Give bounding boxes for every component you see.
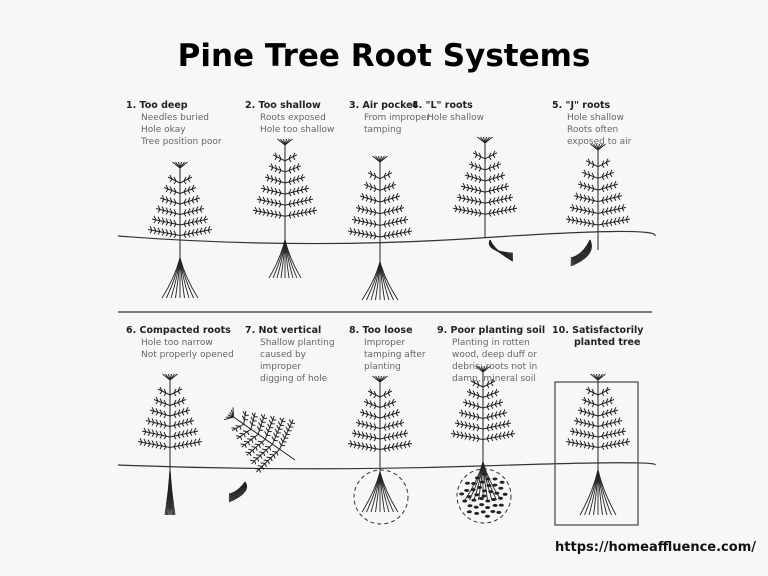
roots-3 <box>361 261 399 301</box>
panel-description: Hole okay <box>141 125 186 135</box>
panel-heading: 8. Too loose <box>349 325 413 336</box>
panel-description: planting <box>364 362 401 372</box>
roots-4-l <box>488 239 514 262</box>
tree-1 <box>147 161 213 258</box>
tree-10 <box>565 373 631 470</box>
panel-description: Roots often <box>567 125 619 135</box>
ground-line-top <box>117 230 656 245</box>
panel-description: Improper <box>364 338 406 348</box>
panel-description: Hole too shallow <box>260 125 335 135</box>
panel-description: wood, deep duff or <box>452 350 537 360</box>
panel-description: Hole shallow <box>427 113 484 123</box>
panel-description: Shallow planting <box>260 338 335 348</box>
panel-description: Needles buried <box>141 113 209 123</box>
roots-1 <box>161 257 199 299</box>
source-url: https://homeaffluence.com/ <box>555 540 756 555</box>
tree-2 <box>252 138 318 240</box>
tree-8 <box>347 375 413 472</box>
panel-heading: 1. Too deep <box>126 100 188 111</box>
panel-description: improper <box>260 362 301 372</box>
panel-heading: 7. Not vertical <box>245 325 322 336</box>
roots-7 <box>228 481 248 503</box>
panel-description: Planting in rotten <box>452 338 530 348</box>
tree-6 <box>137 373 203 470</box>
panel-description: planted tree <box>574 337 641 348</box>
roots-8 <box>361 471 399 513</box>
debris-soil-circle <box>456 468 512 524</box>
panel-heading: 10. Satisfactorily <box>552 325 644 336</box>
roots-10 <box>579 469 617 516</box>
panel-description: digging of hole <box>260 374 328 384</box>
roots-2 <box>268 239 302 279</box>
highlight-box <box>554 381 639 526</box>
tree-3 <box>347 155 413 262</box>
panel-heading: 3. Air pocket <box>349 100 418 111</box>
panel-description: damp, mineral soil <box>452 374 536 384</box>
panel-heading: 9. Poor planting soil <box>437 325 546 336</box>
tree-5 <box>565 143 631 250</box>
roots-6 <box>164 469 176 516</box>
tree-9 <box>450 365 516 462</box>
panel-description: Roots exposed <box>260 113 326 123</box>
panel-description: Tree position poor <box>141 137 222 147</box>
panel-description: tamping <box>364 125 402 135</box>
panel-description: Not properly opened <box>141 350 234 360</box>
tree-7 <box>224 407 296 473</box>
panel-heading: 6. Compacted roots <box>126 325 231 336</box>
panel-description: Hole shallow <box>567 113 624 123</box>
panel-heading: 4. "L" roots <box>412 100 473 111</box>
panel-heading: 2. Too shallow <box>245 100 321 111</box>
roots-5-j <box>570 239 592 267</box>
panel-description: tamping after <box>364 350 426 360</box>
air-loose-soil-circle <box>353 469 409 525</box>
panel-description: From improper <box>364 113 431 123</box>
panel-description: exposed to air <box>567 137 632 147</box>
panel-heading: 5. "J" roots <box>552 100 611 111</box>
page-title: Pine Tree Root Systems <box>177 38 591 74</box>
panel-description: caused by <box>260 350 307 360</box>
panel-description: Hole too narrow <box>141 338 213 348</box>
ground-line-bottom <box>117 462 656 470</box>
panel-description: debris; roots not in <box>452 362 538 372</box>
tree-4 <box>452 136 518 238</box>
